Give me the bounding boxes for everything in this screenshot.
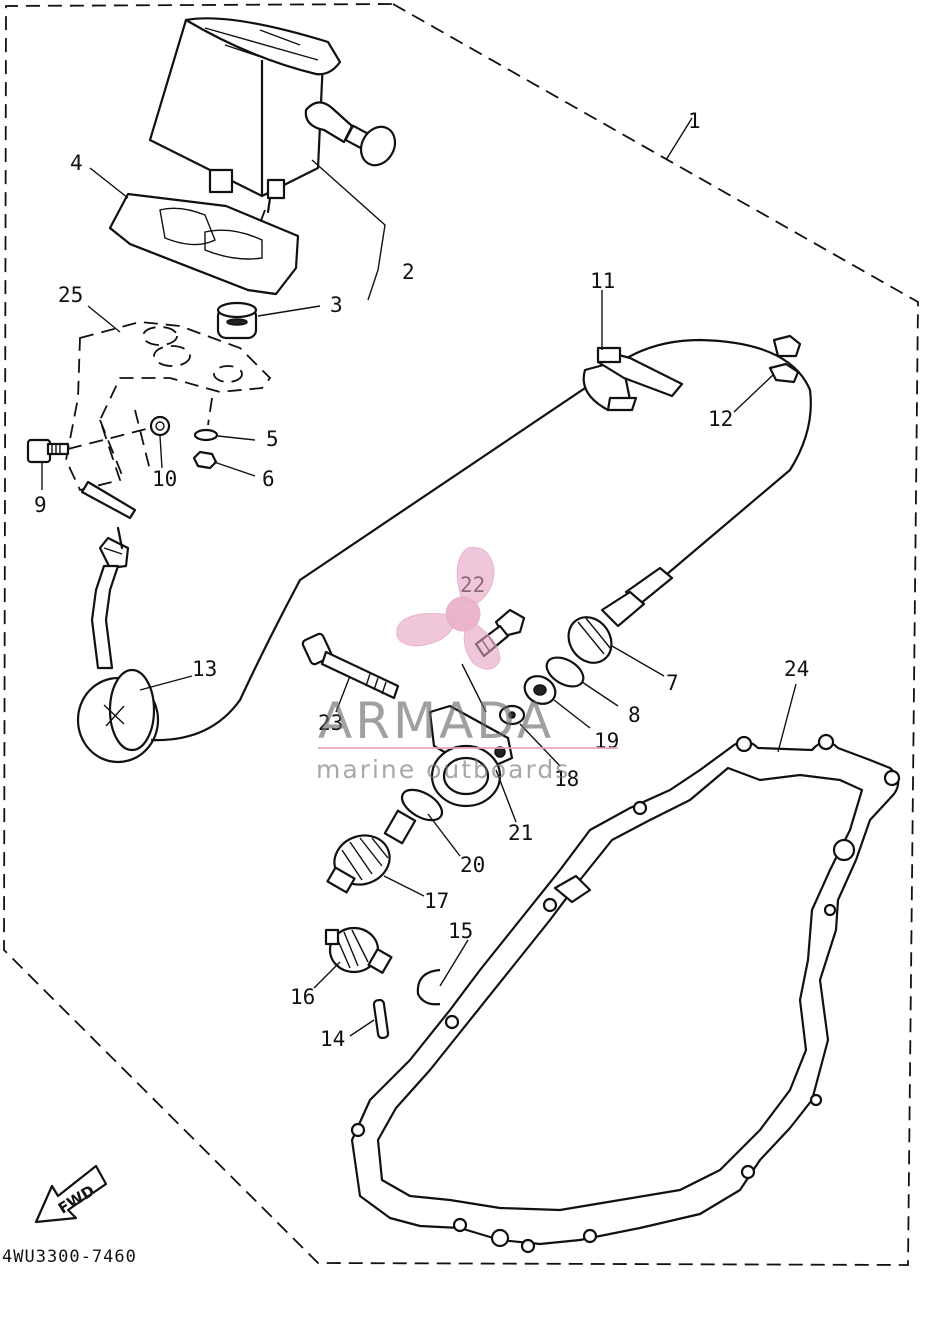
callout-18: 18 bbox=[554, 767, 579, 791]
callout-16: 16 bbox=[290, 985, 315, 1009]
watermark-brand: ARMADA bbox=[318, 692, 554, 750]
drive-gear-part bbox=[326, 809, 417, 894]
callout-9: 9 bbox=[34, 493, 47, 517]
grommet-part bbox=[216, 301, 258, 340]
callout-3: 3 bbox=[330, 293, 343, 317]
forward-arrow-icon: FWD bbox=[34, 1164, 108, 1224]
driven-gear-part bbox=[324, 926, 393, 974]
o-ring-20-part bbox=[400, 788, 444, 822]
callout-25: 25 bbox=[58, 283, 83, 307]
callout-15: 15 bbox=[448, 919, 473, 943]
nut-10-part bbox=[149, 415, 171, 437]
callout-4: 4 bbox=[70, 151, 83, 175]
pin-part bbox=[372, 998, 390, 1040]
propeller-logo-icon bbox=[396, 546, 501, 670]
armada-watermark: ARMADA marine outboards bbox=[316, 546, 618, 784]
callout-12: 12 bbox=[708, 407, 733, 431]
gear-housing-part bbox=[428, 704, 514, 808]
callout-17: 17 bbox=[424, 889, 449, 913]
callout-5: 5 bbox=[266, 427, 279, 451]
callout-8: 8 bbox=[628, 703, 641, 727]
callout-13: 13 bbox=[192, 657, 217, 681]
callout-19: 19 bbox=[594, 729, 619, 753]
callout-14: 14 bbox=[320, 1027, 345, 1051]
callout-23: 23 bbox=[318, 711, 343, 735]
speedometer-head-part bbox=[148, 17, 397, 256]
callout-6: 6 bbox=[262, 467, 275, 491]
callout-20: 20 bbox=[460, 853, 485, 877]
diagram-code: 4WU3300-7460 bbox=[2, 1247, 137, 1267]
bracket-plate-part bbox=[108, 192, 300, 296]
cable-guide-part bbox=[768, 334, 802, 384]
washer-part bbox=[193, 428, 219, 442]
nut-6-part bbox=[192, 450, 218, 470]
callout-24: 24 bbox=[784, 657, 809, 681]
watermark-tagline: marine outboards bbox=[316, 755, 570, 784]
speedometer-cable-part bbox=[76, 338, 812, 764]
callout-2: 2 bbox=[402, 260, 415, 284]
stay-plate-part bbox=[65, 321, 272, 520]
callout-10: 10 bbox=[152, 467, 177, 491]
callout-11: 11 bbox=[590, 269, 615, 293]
assembly-boundary bbox=[3, 3, 919, 1266]
bolt-part bbox=[26, 427, 151, 464]
long-bolt-part bbox=[301, 632, 400, 700]
cable-clamp-part bbox=[582, 346, 684, 412]
callout-7: 7 bbox=[666, 671, 679, 695]
callout-21: 21 bbox=[508, 821, 533, 845]
gasket-part bbox=[350, 733, 901, 1254]
callout-1: 1 bbox=[688, 109, 701, 133]
circlip-part bbox=[416, 968, 441, 1006]
